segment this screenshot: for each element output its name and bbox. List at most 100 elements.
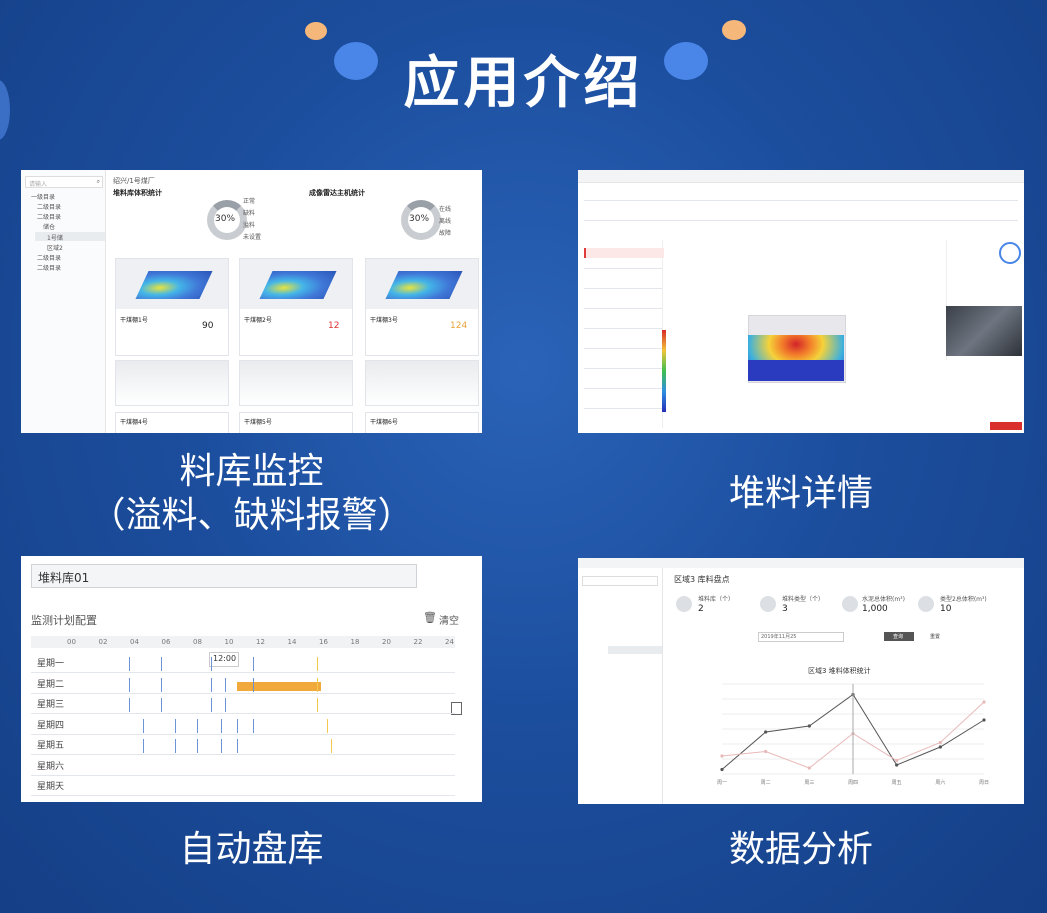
data-point[interactable] (720, 754, 724, 758)
tree-item[interactable]: 区域2 (47, 245, 63, 252)
panel-inventory-monitor: 请输入 ⌕ 一级目录 二级目录 二级目录 储仓 1号储 区域2 二级目录 二级目… (21, 170, 482, 433)
schedule-marker[interactable] (161, 698, 162, 712)
date-input[interactable]: 2019年11月25 (758, 632, 844, 642)
x-tick-label: 周三 (804, 780, 814, 786)
data-point[interactable] (764, 730, 768, 734)
hour-header (31, 636, 455, 648)
data-point[interactable] (938, 745, 942, 749)
schedule-marker[interactable] (211, 677, 212, 692)
schedule-marker[interactable] (129, 677, 130, 692)
schedule-marker[interactable] (317, 657, 318, 671)
data-point[interactable] (720, 767, 724, 772)
schedule-marker[interactable] (331, 739, 332, 753)
record-list[interactable] (584, 240, 664, 428)
day-label: 星期六 (37, 761, 65, 772)
data-point[interactable] (895, 758, 899, 763)
schedule-marker[interactable] (143, 739, 144, 753)
clear-button[interactable]: 清空 (439, 616, 459, 627)
decor-dot-orange-left (305, 22, 327, 40)
warehouse-card[interactable] (239, 360, 353, 406)
hour-label: 18 (350, 638, 360, 646)
schedule-marker[interactable] (327, 718, 328, 733)
data-point[interactable] (764, 749, 768, 754)
schedule-marker[interactable] (253, 718, 254, 733)
schedule-marker[interactable] (175, 739, 176, 753)
schedule-marker[interactable] (161, 657, 162, 671)
action-button[interactable] (990, 422, 1022, 430)
tree-item-selected[interactable] (608, 646, 662, 654)
sidebar: 请输入 ⌕ 一级目录 二级目录 二级目录 储仓 1号储 区域2 二级目录 二级目… (21, 170, 106, 433)
schedule-marker[interactable] (211, 657, 212, 671)
breadcrumb: 绍兴/1号煤厂 (113, 177, 155, 185)
search-icon: ⌕ (96, 178, 100, 185)
reset-button[interactable]: 重置 (930, 634, 941, 640)
plan-title: 监测计划配置 (31, 614, 97, 627)
data-point[interactable] (807, 724, 811, 728)
caption-data-analysis: 数据分析 (728, 829, 873, 870)
kpi-icon (676, 596, 692, 612)
warehouse-card[interactable]: 干煤棚5号 (239, 412, 353, 433)
donut-label-left: 30% (215, 214, 236, 224)
warehouse-card[interactable]: 干煤棚3号 124 (365, 258, 479, 356)
warehouse-card[interactable]: 干煤棚1号 90 (115, 258, 229, 356)
schedule-marker[interactable] (175, 718, 176, 733)
tree-item[interactable]: 1号储 (47, 235, 63, 242)
kpi-icon (760, 596, 776, 612)
schedule-marker[interactable] (237, 718, 238, 733)
hour-label: 22 (413, 638, 423, 646)
tree-item-selected[interactable] (35, 232, 105, 241)
search-input[interactable] (582, 576, 658, 586)
query-button[interactable]: 查询 (884, 632, 914, 641)
schedule-marker[interactable] (161, 677, 162, 692)
time-tooltip: 12:00 (209, 652, 239, 667)
decor-dot-orange-right (722, 20, 746, 40)
schedule-marker[interactable] (253, 657, 254, 671)
warehouse-card[interactable]: 干煤棚6号 (365, 412, 479, 433)
schedule-marker[interactable] (129, 657, 130, 671)
schedule-marker[interactable] (237, 739, 238, 753)
warehouse-card[interactable] (115, 360, 229, 406)
schedule-marker[interactable] (317, 677, 318, 692)
data-point[interactable] (807, 766, 811, 770)
schedule-marker[interactable] (129, 698, 130, 712)
schedule-marker[interactable] (225, 698, 226, 712)
warehouse-card[interactable]: 干煤棚2号 12 (239, 258, 353, 356)
decor-dot-edge (0, 80, 10, 140)
schedule-marker[interactable] (221, 718, 222, 733)
save-icon[interactable] (451, 702, 462, 715)
tree-item[interactable]: 二级目录 (37, 255, 62, 262)
panel-stockpile-detail (578, 170, 1024, 433)
search-input[interactable]: 请输入 ⌕ (25, 176, 103, 188)
tree-item[interactable]: 二级目录 (37, 204, 62, 211)
data-point[interactable] (982, 700, 986, 704)
warehouse-field[interactable]: 堆料库01 (31, 564, 417, 588)
warehouse-card[interactable]: 干煤棚4号 (115, 412, 229, 433)
schedule-marker[interactable] (225, 677, 226, 692)
schedule-marker[interactable] (253, 677, 254, 692)
schedule-marker[interactable] (221, 739, 222, 753)
schedule-marker[interactable] (211, 698, 212, 712)
legend-item: 正常 (243, 198, 256, 205)
data-point[interactable] (895, 763, 899, 767)
schedule-marker[interactable] (143, 718, 144, 733)
data-point[interactable] (938, 740, 942, 745)
warehouse-card[interactable] (365, 360, 479, 406)
pile-3d-base (748, 360, 844, 381)
tree-item[interactable]: 二级目录 (37, 214, 62, 221)
camera-thumbnail[interactable] (946, 306, 1022, 356)
donut-label-right: 30% (409, 214, 430, 224)
tree-item[interactable]: 储仓 (43, 224, 56, 231)
tree-item[interactable]: 二级目录 (37, 265, 62, 272)
legend-item: 离线 (439, 218, 452, 225)
schedule-marker[interactable] (197, 739, 198, 753)
data-point[interactable] (982, 718, 986, 722)
x-tick-label: 周六 (935, 779, 945, 786)
schedule-marker[interactable] (317, 698, 318, 712)
heatmap-thumbnail (135, 271, 213, 299)
trash-icon[interactable]: 🗑 (423, 611, 437, 624)
tree-item[interactable]: 一级目录 (31, 194, 56, 201)
panel-data-analysis: 区域3 库料盘点 堆料库（个） 2 堆料类型（个） 3 水泥总体积(m³) 1,… (578, 558, 1024, 804)
hour-label: 14 (287, 638, 297, 646)
day-label: 星期一 (37, 659, 65, 669)
schedule-marker[interactable] (197, 718, 198, 733)
